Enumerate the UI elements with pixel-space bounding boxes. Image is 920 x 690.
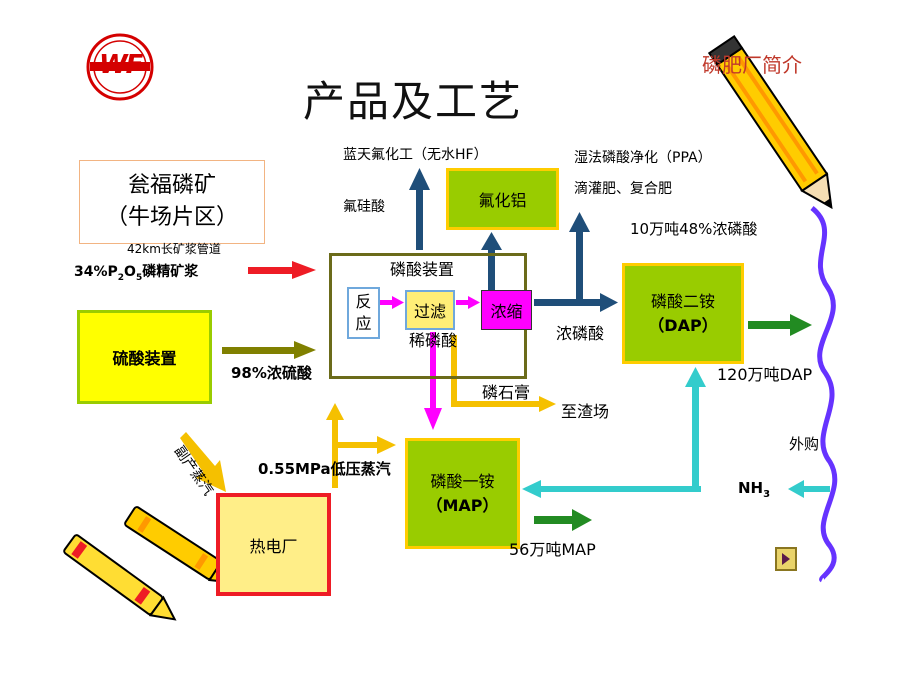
crayon-icon: [63, 534, 177, 621]
fluorosilicic-acid-label: 氟硅酸: [343, 199, 385, 215]
outsourced-label: 外购: [789, 435, 820, 453]
drip-fertilizer-label: 滴灌肥、复合肥: [574, 181, 672, 197]
aluminum-fluoride-arrow: [481, 232, 502, 292]
conc-acid-capacity-label: 10万吨48%浓磷酸: [630, 220, 758, 238]
ore-source-box: 瓮福磷矿 （牛场片区）: [79, 160, 265, 244]
steam-arrows: [180, 403, 396, 492]
company-logo-icon: [86, 33, 154, 101]
conc-acid-arrow: [534, 212, 618, 312]
sulfuric-acid-arrow: [222, 341, 316, 359]
phosphoric-plant-label: 磷酸装置: [390, 260, 455, 279]
sulfuric-acid-label: 98%浓硫酸: [231, 364, 312, 382]
decorative-wavy-border: [810, 206, 838, 583]
fluorosilicic-arrow: [409, 168, 430, 250]
conc-acid-label: 浓磷酸: [556, 324, 605, 343]
dilute-acid-label: 稀磷酸: [409, 331, 458, 350]
concentration-box: 浓缩: [481, 290, 532, 330]
section-label: 磷肥厂简介: [702, 53, 802, 77]
hf-label: 蓝天氟化工（无水HF）: [343, 147, 488, 163]
map-plant-box: 磷酸一铵 （MAP）: [405, 438, 520, 549]
ammonia-label: NH3: [738, 479, 771, 500]
dap-output-label: 120万吨DAP: [717, 365, 813, 384]
map-output-label: 56万吨MAP: [509, 540, 596, 559]
gypsum-arrow: [451, 335, 556, 412]
ore-slurry-arrow: [248, 261, 316, 279]
aluminum-fluoride-box: 氟化铝: [446, 168, 559, 230]
company-logo-text: WF: [99, 50, 143, 80]
product-output-arrows: [534, 314, 812, 531]
dap-plant-box: 磷酸二铵 （DAP）: [622, 263, 744, 364]
ppa-label: 湿法磷酸净化（PPA）: [574, 150, 712, 166]
sulfuric-acid-plant-box: 硫酸装置: [77, 310, 212, 404]
ore-slurry-label: 34%P2O5磷精矿浆: [74, 264, 199, 283]
low-pressure-steam-label: 0.55MPa低压蒸汽: [258, 460, 391, 478]
phosphogypsum-label: 磷石膏: [482, 383, 531, 402]
reaction-box: 反 应: [347, 287, 380, 339]
pencil-icon: [707, 35, 833, 210]
page-title: 产品及工艺: [303, 77, 524, 126]
power-plant-box: 热电厂: [216, 493, 331, 596]
next-slide-button[interactable]: [775, 547, 797, 571]
slag-yard-label: 至渣场: [561, 402, 610, 421]
filtration-box: 过滤: [405, 290, 455, 330]
filtration-flow-arrows: [378, 296, 480, 430]
ore-source-line2: （牛场片区）: [105, 205, 238, 230]
pipeline-label: 42km长矿浆管道: [127, 242, 221, 256]
ammonia-arrows: [522, 367, 830, 498]
ore-source-line1: 瓮福磷矿: [127, 173, 216, 198]
next-slide-icon: [782, 553, 790, 565]
